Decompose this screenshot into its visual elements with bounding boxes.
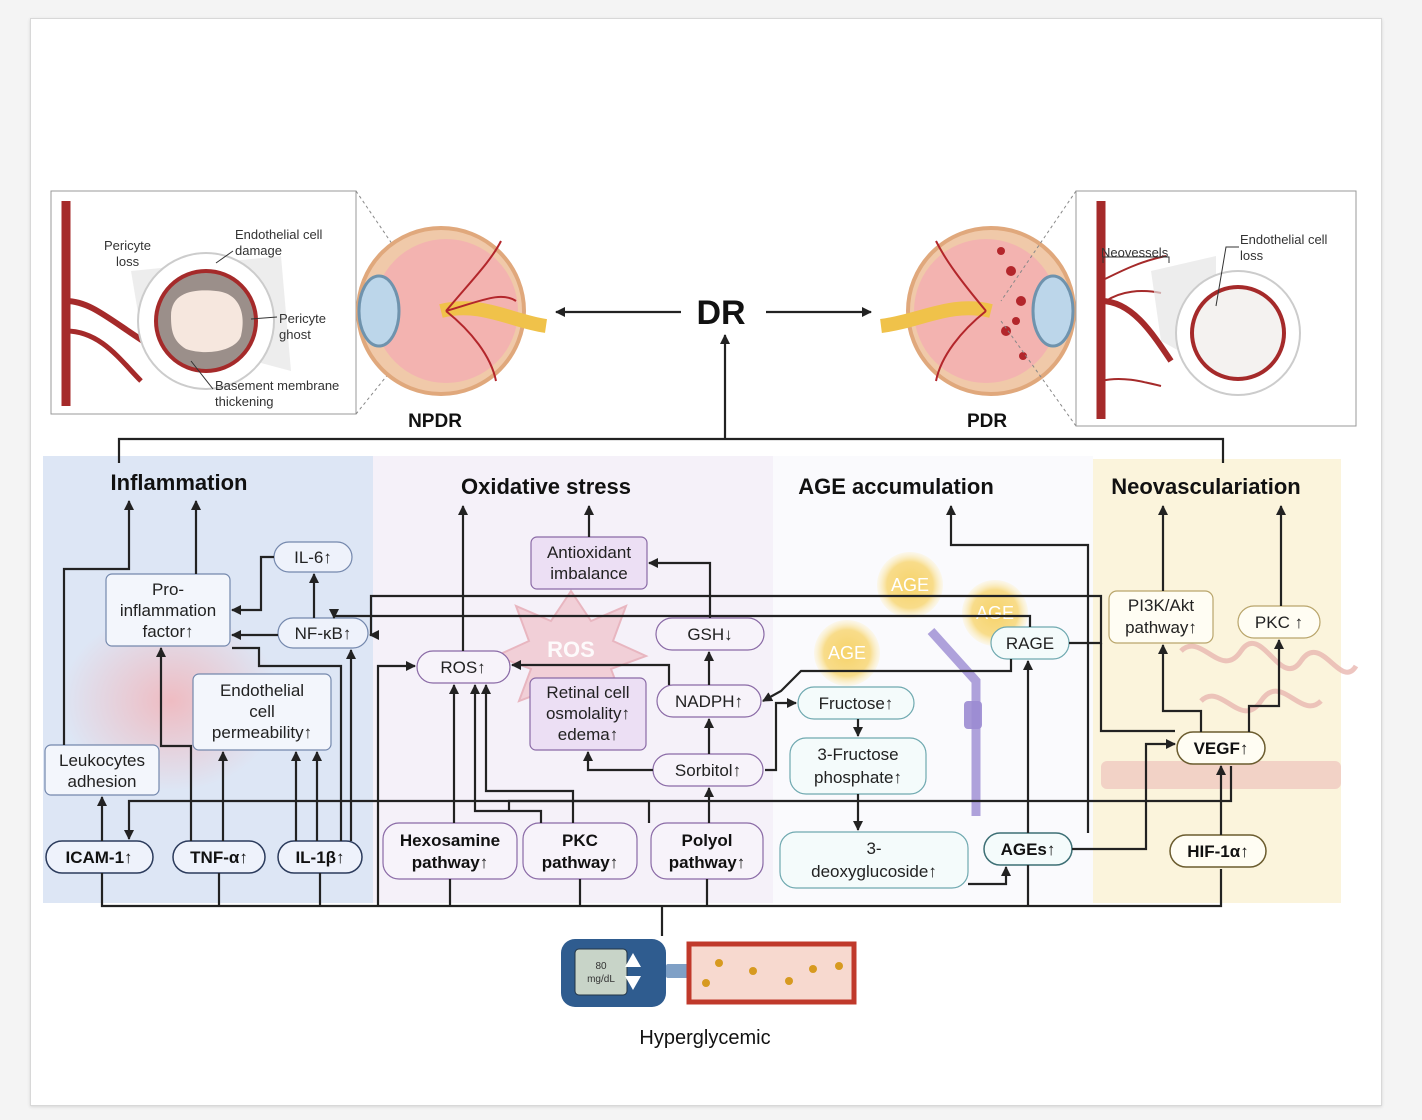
il6-label: IL-6↑ [294,548,332,567]
fructose-box [797,686,915,720]
icam-label: ICAM-1↑ [65,848,132,867]
nadph-label: NADPH↑ [675,692,743,711]
pericyte-ghost-label-1: Pericyte [279,311,326,326]
proinflam-box [105,573,231,647]
neovessels-label: Neovessels [1101,245,1169,260]
blood-vessel-icon [686,941,857,1005]
pdr-label: PDR [967,411,1007,432]
endothelial-damage-label-2: damage [235,243,282,258]
pkc-box [1237,605,1321,639]
pdr-eye-icon [880,226,1076,396]
proinflam-label-2: inflammation [120,601,216,620]
antiox-label-1: Antioxidant [547,543,631,562]
section-neo: Neovasculariation [1111,474,1301,499]
ages-label: AGEs↑ [1001,840,1056,859]
dr-pathway-diagram: ROS Pericyte loss Endothelial cell damag… [43,190,1359,1049]
section-inflammation: Inflammation [111,470,248,495]
deoxy-label-2: deoxyglucoside↑ [811,862,937,881]
fructose-label: Fructose↑ [819,694,894,713]
sorbitol-label: Sorbitol↑ [675,761,741,780]
glucose-meter-icon: 80 mg/dL [561,939,692,1007]
retinal-label-3: edema↑ [558,725,618,744]
endo-perm-label-2: cell [249,702,275,721]
neovessel-network-icon [1179,641,1359,714]
nfkb-label: NF-κB↑ [295,624,352,643]
pkc-pathway-label-1: PKC [562,831,598,850]
meter-value: 80 [595,961,607,972]
retinal-label-2: osmolality↑ [546,704,630,723]
pericyte-loss-label-1: Pericyte [104,238,151,253]
vegf-label: VEGF↑ [1194,739,1249,758]
pericyte-ghost-label-2: ghost [279,327,311,342]
pericyte-loss-label-2: loss [116,254,140,269]
endothelial-damage-label-1: Endothelial cell [235,227,323,242]
neo-region [1093,459,1341,903]
hyperglycemic-label: Hyperglycemic [639,1027,770,1049]
pkc-pathway-label-2: pathway↑ [542,853,619,872]
leuko-label-2: adhesion [67,772,136,791]
dr-title: DR [696,294,745,332]
tnf-label: TNF-α↑ [190,848,248,867]
proinflam-label-1: Pro- [152,580,184,599]
f3p-label-2: phosphate↑ [814,768,902,787]
endo-perm-label-1: Endothelial [220,681,304,700]
f3p-label-1: 3-Fructose [817,745,898,764]
pkc-label: PKC ↑ [1255,613,1303,632]
deoxy-label-1: 3- [866,839,881,858]
leuko-label-1: Leukocytes [59,751,145,770]
retinal-label-1: Retinal cell [546,683,629,702]
vegf-box [1176,731,1266,765]
deoxy-box [779,831,969,889]
endothelial-loss-label-1: Endothelial cell [1240,232,1328,247]
endo-perm-box [192,673,332,751]
npdr-eye-icon [356,226,548,396]
figure-frame: ROS Pericyte loss Endothelial cell damag… [30,18,1382,1106]
hif-label: HIF-1α↑ [1187,842,1248,861]
hexosamine-label-1: Hexosamine [400,831,500,850]
retinal-box [529,677,647,751]
basement-membrane-label-1: Basement membrane [215,378,339,393]
icam-box [45,840,154,874]
leuko-box [44,744,160,796]
il1b-label: IL-1β↑ [295,848,344,867]
pi3k-label-2: pathway↑ [1125,618,1197,637]
age-bubble-label-1: AGE [891,575,929,595]
section-age: AGE accumulation [798,474,994,499]
nfkb-box [277,617,369,649]
antiox-label-2: imbalance [550,564,628,583]
basement-membrane-label-2: thickening [215,394,274,409]
endothelial-loss-label-2: loss [1240,248,1264,263]
age-bubble-label-3: AGE [828,643,866,663]
ros-watermark: ROS [547,637,595,662]
age-region [773,456,1093,903]
polyol-label-2: pathway↑ [669,853,746,872]
pi3k-label-1: PI3K/Akt [1128,596,1194,615]
age-bubble-label-2: AGE [976,603,1014,623]
age-bubble-3 [814,620,880,686]
pi3k-box [1108,590,1214,644]
hif-box [1169,834,1267,868]
age-bubble-1 [877,552,943,618]
hexosamine-label-2: pathway↑ [412,853,489,872]
polyol-label-1: Polyol [681,831,732,850]
meter-unit: mg/dL [587,974,615,985]
pdr-inset: Neovessels Endothelial cell loss [1075,190,1357,427]
rage-receptor-icon [927,627,981,816]
endo-perm-label-3: permeability↑ [212,723,312,742]
npdr-label: NPDR [408,411,462,432]
section-oxidative: Oxidative stress [461,474,631,499]
npdr-inset: Pericyte loss Endothelial cell damage Pe… [50,190,357,415]
ros-label: ROS↑ [440,658,485,677]
proinflam-label-3: factor↑ [142,622,193,641]
rage-label: RAGE [1006,634,1054,653]
gsh-label: GSH↓ [687,625,732,644]
